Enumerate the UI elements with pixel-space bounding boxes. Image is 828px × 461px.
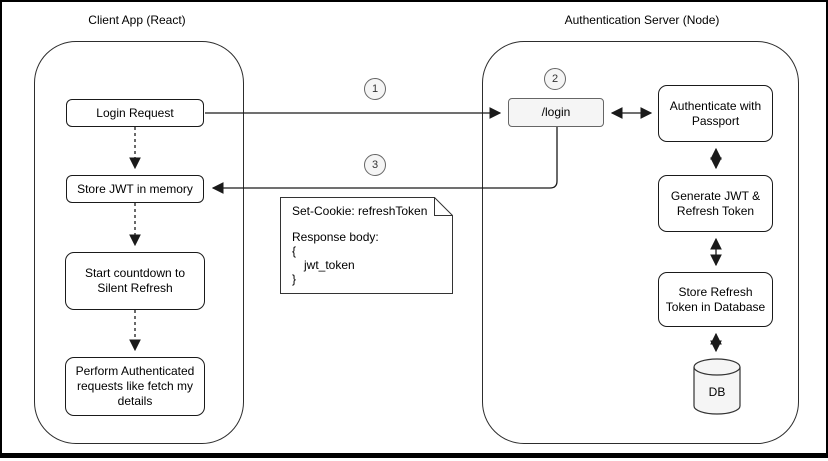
- node-store-jwt-in-memory: Store JWT in memory: [66, 175, 204, 203]
- db-cylinder: DB: [693, 358, 741, 416]
- db-cylinder-shape: [693, 358, 741, 415]
- step-badge-3: 3: [364, 154, 386, 176]
- response-note: Set-Cookie: refreshToken Response body: …: [280, 197, 453, 294]
- step-badge-2: 2: [544, 68, 566, 90]
- note-response-body-line: Response body:: [292, 230, 379, 244]
- note-brace-open: {: [292, 244, 297, 258]
- node-generate-jwt-refresh-token: Generate JWT & Refresh Token: [658, 175, 773, 232]
- note-shape: [280, 197, 453, 294]
- note-brace-close: }: [292, 272, 297, 286]
- node-perform-authenticated-requests: Perform Authenticated requests like fetc…: [65, 357, 205, 416]
- node-login-endpoint: /login: [508, 98, 604, 127]
- node-login-request: Login Request: [66, 99, 204, 127]
- client-lane-title: Client App (React): [88, 13, 186, 27]
- client-container: [34, 41, 244, 444]
- server-container: [482, 41, 799, 444]
- db-label: DB: [708, 385, 726, 399]
- node-store-refresh-token-db: Store Refresh Token in Database: [658, 272, 773, 327]
- step-badge-1: 1: [364, 78, 386, 100]
- note-jwt-token-line: jwt_token: [304, 258, 355, 272]
- server-lane-title: Authentication Server (Node): [564, 13, 720, 27]
- node-start-countdown: Start countdown to Silent Refresh: [65, 252, 205, 310]
- node-authenticate-with-passport: Authenticate with Passport: [658, 85, 773, 142]
- note-set-cookie-line: Set-Cookie: refreshToken: [292, 204, 428, 218]
